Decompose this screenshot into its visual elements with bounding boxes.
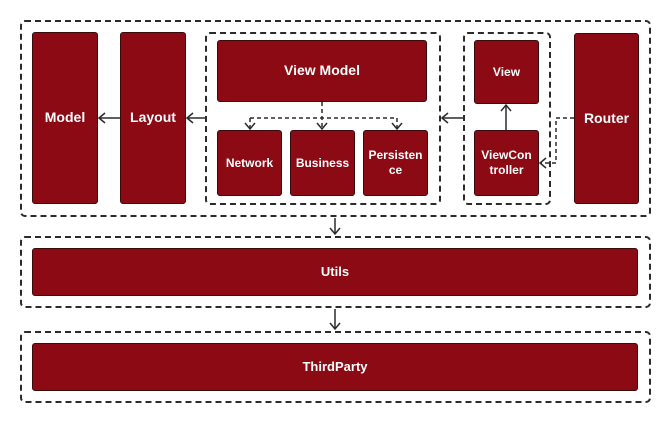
view-model-label: View Model <box>284 62 360 79</box>
view-controller-label: ViewController <box>481 148 532 177</box>
model-box: Model <box>32 32 98 204</box>
persistence-box: Persistence <box>363 130 428 196</box>
arrowhead-thirdparty <box>329 322 341 331</box>
router-box: Router <box>574 33 639 204</box>
network-box: Network <box>217 130 282 196</box>
view-controller-box: ViewController <box>474 130 539 196</box>
view-box: View <box>474 40 539 104</box>
thirdparty-layer-group <box>20 331 651 403</box>
network-label: Network <box>225 155 274 170</box>
model-label: Model <box>44 109 86 126</box>
utils-label: Utils <box>320 263 350 279</box>
persistence-label: Persistence <box>368 148 423 177</box>
third-party-label: ThirdParty <box>302 358 368 374</box>
view-model-box: View Model <box>217 40 427 102</box>
view-label: View <box>492 64 521 79</box>
router-label: Router <box>583 109 630 126</box>
business-label: Business <box>295 155 350 170</box>
third-party-box: ThirdParty <box>32 343 638 391</box>
layout-label: Layout <box>130 109 176 126</box>
utils-box: Utils <box>32 248 638 296</box>
arrowhead-utils <box>329 227 341 236</box>
app-layer-group <box>20 20 651 217</box>
viewmodel-group <box>205 32 441 205</box>
utils-layer-group <box>20 236 651 308</box>
business-box: Business <box>290 130 355 196</box>
layout-box: Layout <box>120 32 186 204</box>
